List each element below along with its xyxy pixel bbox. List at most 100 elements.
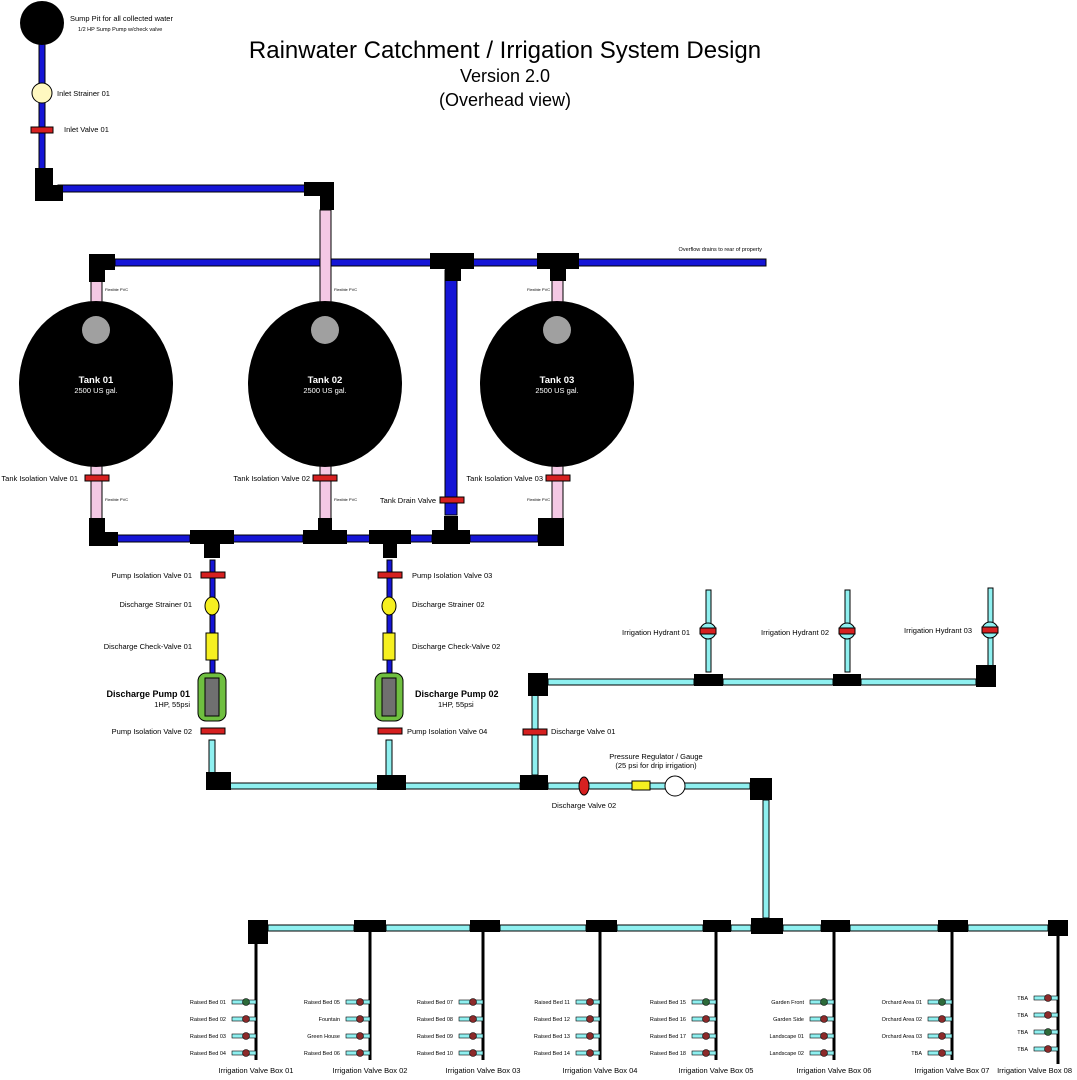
zone-valve-icon <box>242 1015 250 1023</box>
pressure-gauge-icon <box>664 775 686 797</box>
discharge-check-valve-01-label: Discharge Check-Valve 01 <box>104 642 192 651</box>
pump-isolation-valve-01-label: Pump Isolation Valve 01 <box>112 571 192 580</box>
discharge-check-valve-01 <box>205 632 219 661</box>
tank-capacity: 2500 US gal. <box>535 386 578 395</box>
zone-label: Raised Bed 14 <box>534 1051 570 1057</box>
zone-label: Green House <box>307 1034 340 1040</box>
tank-01: Tank 01 2500 US gal. <box>19 301 173 467</box>
discharge-valve-01-label: Discharge Valve 01 <box>551 727 615 736</box>
discharge-strainer-02 <box>381 596 397 616</box>
zone-valve-icon <box>356 1032 364 1040</box>
discharge-strainer-02-label: Discharge Strainer 02 <box>412 600 485 609</box>
zone-label: TBA <box>1017 1047 1028 1053</box>
zone-label: Landscape 01 <box>769 1034 804 1040</box>
zone-label: Raised Bed 11 <box>534 1000 570 1006</box>
flex-label: Flexible PVC <box>334 497 357 502</box>
zone-valve-icon <box>586 1015 594 1023</box>
zone-valve-icon <box>820 1015 828 1023</box>
flex-label: Flexible PVC <box>105 497 128 502</box>
tank-isolation-valve-02 <box>312 474 338 482</box>
diagram-view: (Overhead view) <box>439 90 571 110</box>
flex-label: Flexible PVC <box>527 287 550 292</box>
tank-02: Tank 02 2500 US gal. <box>248 301 402 467</box>
inlet-strainer-label: Inlet Strainer 01 <box>57 89 110 98</box>
discharge-strainer-01-label: Discharge Strainer 01 <box>119 600 192 609</box>
tank-isolation-valve-01 <box>84 474 110 482</box>
discharge-valve-02 <box>578 776 590 796</box>
pipe-fittings <box>35 168 1068 944</box>
discharge-strainer-01 <box>204 596 220 616</box>
pump-isolation-valve-04 <box>377 727 403 735</box>
discharge-check-valve-02 <box>382 632 396 661</box>
zone-label: Garden Front <box>771 1000 804 1006</box>
zone-valve-icon <box>1044 1045 1052 1053</box>
zone-valve-icon <box>469 1032 477 1040</box>
inlet-strainer <box>31 82 53 104</box>
zone-valve-icon <box>1044 1011 1052 1019</box>
flex-labels: Flexible PVC Flexible PVC Flexible PVC F… <box>105 287 550 502</box>
zone-valve-icon <box>702 1032 710 1040</box>
hydrant-03-label: Irrigation Hydrant 03 <box>904 626 972 635</box>
irrigation-hydrants: Irrigation Hydrant 01 Irrigation Hydrant… <box>622 621 999 640</box>
zone-label: Raised Bed 09 <box>417 1034 453 1040</box>
valve-box-trunk-line <box>714 932 718 1060</box>
zone-valve-icon <box>242 1049 250 1057</box>
zone-valve-icon <box>702 998 710 1006</box>
zone-label: Raised Bed 07 <box>417 1000 453 1006</box>
valve-box-trunk-line <box>368 932 372 1060</box>
discharge-check-valve-02-label: Discharge Check-Valve 02 <box>412 642 500 651</box>
discharge-pump-02-spec: 1HP, 55psi <box>438 700 474 709</box>
zone-valve-icon <box>702 1015 710 1023</box>
zone-label: Raised Bed 15 <box>650 1000 686 1006</box>
sump-label: Sump Pit for all collected water <box>70 14 173 23</box>
zone-label: TBA <box>911 1051 922 1057</box>
zone-label: Orchard Area 02 <box>882 1017 922 1023</box>
discharge-pump-01-spec: 1HP, 55psi <box>154 700 190 709</box>
zone-label: Raised Bed 02 <box>190 1017 226 1023</box>
zone-label: Raised Bed 18 <box>650 1051 686 1057</box>
zone-label: Raised Bed 12 <box>534 1017 570 1023</box>
valve-box-label: Irrigation Valve Box 03 <box>446 1066 521 1075</box>
hydrant-01-valve <box>699 627 717 635</box>
inlet-valve-label: Inlet Valve 01 <box>64 125 109 134</box>
hydrant-01-label: Irrigation Hydrant 01 <box>622 628 690 637</box>
pump-train-01: Pump Isolation Valve 01 Discharge Strain… <box>104 571 227 736</box>
zone-label: Raised Bed 01 <box>190 1000 226 1006</box>
tank-isolation-valve-03 <box>545 474 571 482</box>
zone-valve-icon <box>469 1049 477 1057</box>
tank-hatch-icon <box>543 316 571 344</box>
valve-box-label: Irrigation Valve Box 02 <box>333 1066 408 1075</box>
tank-hatch-icon <box>311 316 339 344</box>
zone-valve-icon <box>702 1049 710 1057</box>
valve-box-trunk-line <box>832 932 836 1060</box>
flex-label: Flexible PVC <box>334 287 357 292</box>
zone-label: TBA <box>1017 996 1028 1002</box>
pump-motor-icon <box>204 677 220 717</box>
zone-label: TBA <box>1017 1030 1028 1036</box>
zone-valve-icon <box>356 1049 364 1057</box>
valve-box-label: Irrigation Valve Box 04 <box>563 1066 638 1075</box>
zone-label: TBA <box>1017 1013 1028 1019</box>
zone-label: Raised Bed 13 <box>534 1034 570 1040</box>
valve-box-trunk-line <box>481 932 485 1060</box>
zone-label: Raised Bed 10 <box>417 1051 453 1057</box>
zone-valve-icon <box>356 998 364 1006</box>
zone-label: Raised Bed 16 <box>650 1017 686 1023</box>
zone-label: Landscape 02 <box>769 1051 804 1057</box>
zone-valve-icon <box>938 1049 946 1057</box>
pump-isolation-valve-01 <box>200 571 226 579</box>
tank-capacity: 2500 US gal. <box>74 386 117 395</box>
tank-03: Tank 03 2500 US gal. <box>480 301 634 467</box>
discharge-valve-01 <box>522 728 548 736</box>
zone-valve-icon <box>242 998 250 1006</box>
diagram-title: Rainwater Catchment / Irrigation System … <box>249 37 761 64</box>
zone-valve-icon <box>820 998 828 1006</box>
pressure-regulator <box>631 780 651 791</box>
tank-isolation-valve-03-label: Tank Isolation Valve 03 <box>466 474 543 483</box>
sump-pit <box>20 1 64 45</box>
zone-valve-icon <box>1044 994 1052 1002</box>
valve-box-trunk-line <box>598 932 602 1060</box>
zone-valve-icon <box>469 998 477 1006</box>
